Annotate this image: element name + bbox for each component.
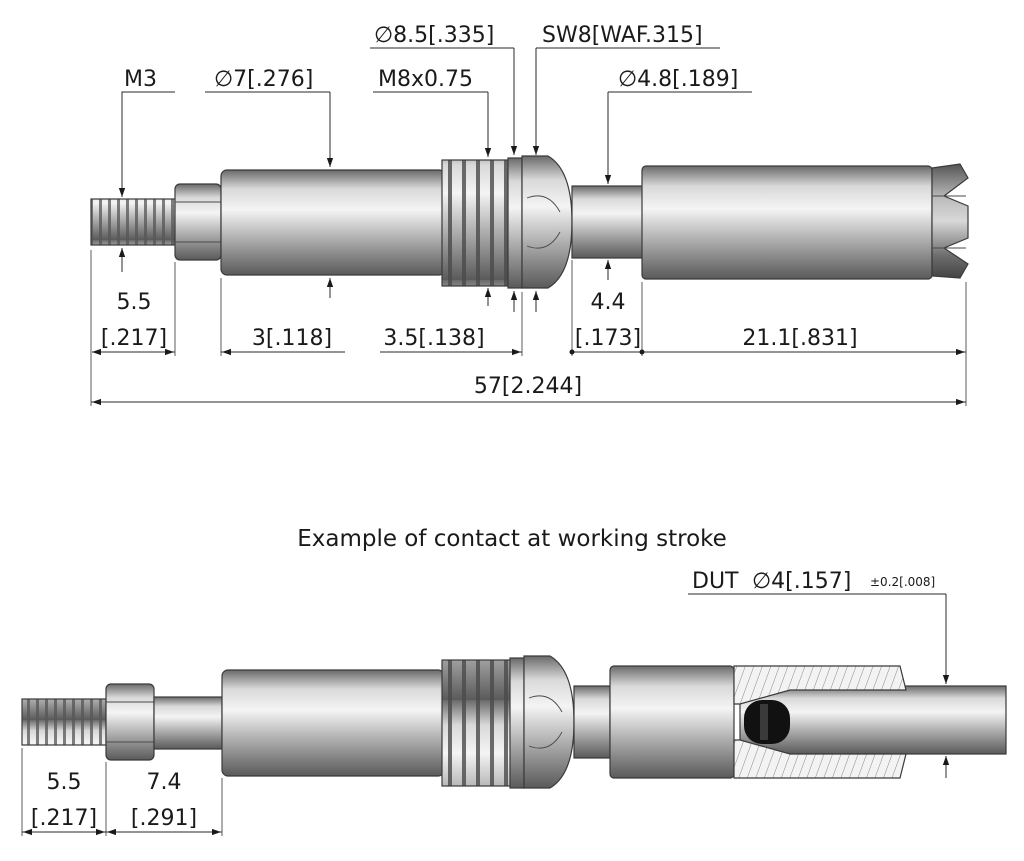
washer bbox=[507, 157, 523, 289]
connector-shaft bbox=[153, 696, 223, 750]
crown-section-lower bbox=[733, 739, 907, 779]
shaft-bottom bbox=[573, 685, 611, 759]
callout-d85: ∅8.5[.335] bbox=[374, 23, 494, 48]
body-d7 bbox=[220, 169, 446, 276]
len-5-5-top: 5.5 bbox=[117, 290, 152, 315]
callout-m8: M8x0.75 bbox=[378, 67, 473, 92]
callout-m3: M3 bbox=[124, 67, 157, 92]
len-3-5: 3.5[.138] bbox=[383, 326, 484, 351]
dut-label: DUT bbox=[692, 569, 739, 594]
probe-top bbox=[90, 155, 969, 289]
len-7-4: 7.4 bbox=[147, 770, 182, 795]
caption: Example of contact at working stroke bbox=[297, 526, 727, 552]
len-5-5-bottom-in: [.217] bbox=[31, 806, 97, 831]
sw8-hex bbox=[521, 155, 573, 289]
small-hex-nut bbox=[174, 183, 222, 261]
len-5-5-top-in: [.217] bbox=[101, 326, 167, 351]
body-d7-bottom bbox=[221, 669, 445, 777]
shaft-d48 bbox=[571, 185, 645, 259]
sw8-hex-bottom bbox=[523, 655, 575, 789]
plunger-barrel bbox=[641, 165, 933, 280]
bottom-dimensions: DUT ∅4[.157] ±0.2[.008] 5.5 [.217] 7.4 [… bbox=[21, 569, 950, 836]
len-5-5-bottom: 5.5 bbox=[47, 770, 82, 795]
len-7-4-in: [.291] bbox=[131, 806, 197, 831]
crown-section-upper bbox=[733, 665, 907, 705]
callout-sw8: SW8[WAF.315] bbox=[542, 23, 703, 48]
len-4-4-in: [.173] bbox=[575, 326, 641, 351]
dut-tolerance: ±0.2[.008] bbox=[870, 575, 935, 589]
probe-bottom bbox=[21, 655, 1007, 789]
hex-nut-bottom bbox=[105, 683, 155, 761]
callout-d7: ∅7[.276] bbox=[214, 67, 313, 92]
len-total: 57[2.244] bbox=[474, 374, 582, 399]
barrel-bottom bbox=[609, 665, 735, 779]
dut-diameter: ∅4[.157] bbox=[752, 569, 851, 594]
len-21-1: 21.1[.831] bbox=[742, 326, 857, 351]
len-3: 3[.118] bbox=[252, 326, 332, 351]
crown-tip bbox=[931, 163, 969, 279]
top-dimensions: M3 ∅7[.276] ∅8.5[.335] M8x0.75 SW8[WAF.3… bbox=[90, 23, 967, 406]
m8-thread bbox=[441, 159, 511, 287]
len-4-4: 4.4 bbox=[591, 290, 626, 315]
m8-thread-bottom bbox=[441, 659, 513, 787]
callout-d48: ∅4.8[.189] bbox=[618, 67, 738, 92]
m3-thread-bottom bbox=[21, 698, 107, 746]
m3-thread bbox=[90, 198, 176, 246]
